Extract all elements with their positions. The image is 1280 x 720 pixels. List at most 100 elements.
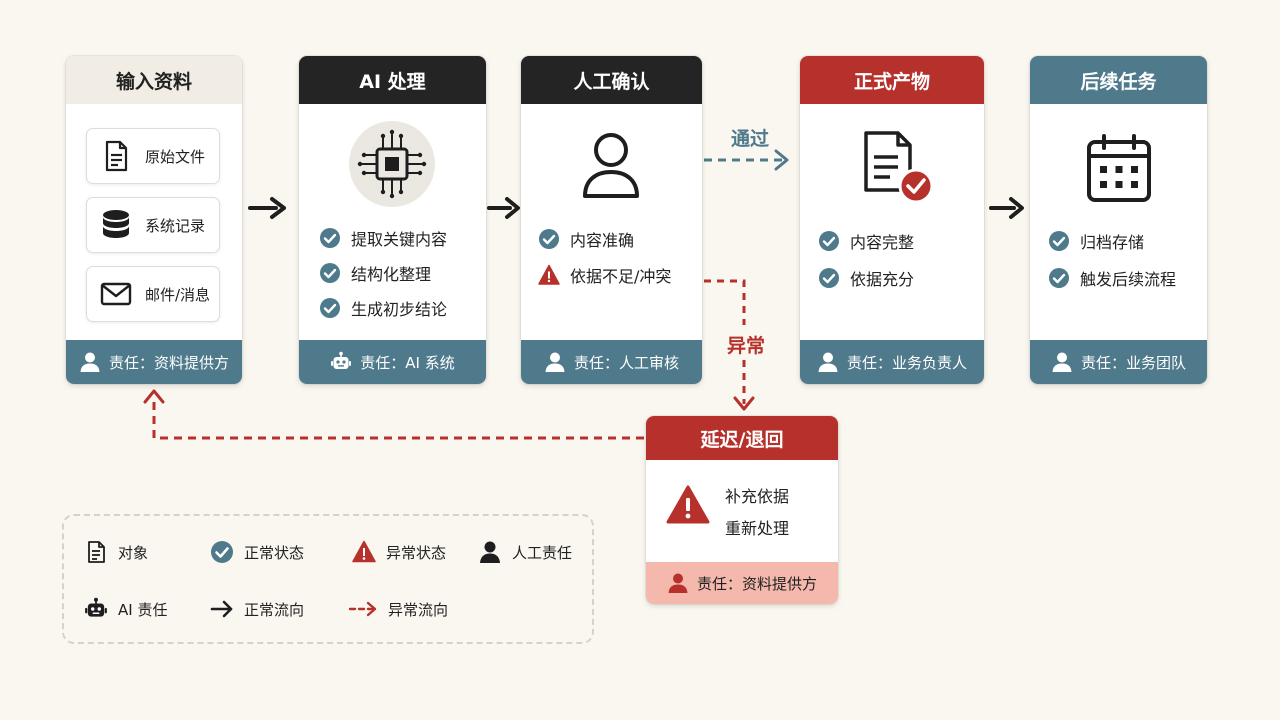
document-icon: [105, 140, 128, 172]
check-circle-icon: [320, 262, 340, 283]
person-icon: [668, 573, 688, 593]
legend-label: 对象: [118, 543, 149, 562]
arrow-right-icon: [210, 600, 233, 618]
ai-card-title: AI 处理: [299, 56, 486, 104]
check-circle-icon: [819, 230, 839, 251]
list-item: 生成初步结论: [319, 290, 486, 325]
source-label: 原始文件: [145, 147, 206, 166]
robot-icon: [331, 351, 352, 369]
person-icon: [818, 352, 838, 372]
legend-item-normal-state: 正常状态: [210, 540, 304, 564]
warning-icon: [666, 485, 710, 524]
exception-card-title: 延迟/退回: [646, 416, 838, 460]
legend-label: 异常状态: [386, 543, 447, 562]
legend-label: AI 责任: [118, 600, 168, 619]
exception-actions-list: 补充依据 重新处理: [725, 479, 838, 543]
legend-item-object: 对象: [84, 540, 148, 564]
owner-label: 责任：资料提供方: [108, 353, 229, 372]
return-flow-arrow: [143, 389, 644, 440]
warning-icon: [352, 540, 376, 563]
legend-item-abnormal-state: 异常状态: [352, 540, 446, 564]
output-card-title: 正式产物: [800, 56, 984, 104]
owner-label: 责任：人工审核: [573, 353, 679, 372]
ai-processing-card: AI 处理 提取关键内容 结构化整理 生成初步结论: [299, 56, 486, 384]
legend-label: 正常流向: [244, 600, 305, 619]
list-item: 内容准确: [538, 221, 702, 257]
input-card-title: 输入资料: [66, 56, 242, 104]
list-item: 补充依据: [725, 479, 838, 511]
pass-flow-arrow: [704, 149, 789, 171]
owner-label: 责任：业务团队: [1080, 353, 1186, 372]
exception-label: 异常: [727, 335, 766, 357]
official-output-card: 正式产物 内容完整 依据充分 责任：业务负责人: [800, 56, 984, 384]
item-label: 结构化整理: [351, 264, 432, 284]
list-item: 触发后续流程: [1048, 259, 1207, 296]
warning-icon: [538, 264, 560, 285]
item-label: 触发后续流程: [1080, 269, 1177, 289]
human-review-card: 人工确认 内容准确 依据不足/冲突 责任：人工审核: [521, 56, 702, 384]
input-card: 输入资料 原始文件 系统记录 邮件/消息 责任：资料提供方: [66, 56, 242, 384]
input-owner-footer: 责任：资料提供方: [66, 340, 242, 384]
exception-card: 延迟/退回 补充依据 重新处理 责任：资料提供方: [646, 416, 838, 604]
ai-owner-footer: 责任：AI 系统: [299, 340, 486, 384]
check-circle-icon: [1049, 230, 1069, 251]
person-icon: [480, 541, 500, 563]
exception-owner-footer: 责任：资料提供方: [646, 562, 838, 604]
list-item: 提取关键内容: [319, 220, 486, 255]
source-original-file: 原始文件: [86, 128, 220, 184]
normal-flow-arrow: [487, 197, 520, 219]
check-circle-icon: [211, 541, 233, 563]
document-icon: [88, 541, 105, 563]
item-label: 依据不足/冲突: [570, 267, 672, 286]
owner-label: 责任：业务负责人: [846, 353, 967, 372]
check-circle-icon: [819, 267, 839, 288]
output-owner-footer: 责任：业务负责人: [800, 340, 984, 384]
source-mail-message: 邮件/消息: [86, 266, 220, 322]
followup-tasks-card: 后续任务 归档存储 触发后续流程 责任：业务团队: [1030, 56, 1207, 384]
followup-results-list: 归档存储 触发后续流程: [1048, 222, 1207, 296]
dashed-arrow-icon: [348, 601, 377, 617]
person-icon: [583, 133, 639, 198]
database-icon: [103, 210, 129, 238]
item-label: 依据充分: [850, 269, 915, 289]
source-system-record: 系统记录: [86, 197, 220, 253]
legend-label: 正常状态: [244, 543, 305, 562]
source-label: 邮件/消息: [145, 285, 211, 304]
check-circle-icon: [1049, 267, 1069, 288]
legend: 对象 正常状态 异常状态 人工责任 AI 责任 正常流向 异常流向: [62, 514, 594, 644]
approved-document-icon: [864, 131, 934, 204]
ai-results-list: 提取关键内容 结构化整理 生成初步结论: [319, 220, 486, 325]
review-results-list: 内容准确 依据不足/冲突: [538, 221, 702, 293]
source-label: 系统记录: [145, 216, 206, 235]
check-circle-icon: [320, 297, 340, 318]
output-results-list: 内容完整 依据充分: [818, 222, 984, 296]
item-label: 补充依据: [725, 487, 790, 506]
person-icon: [545, 352, 565, 372]
list-item: 结构化整理: [319, 255, 486, 290]
person-icon: [1052, 352, 1072, 372]
legend-label: 异常流向: [388, 600, 449, 619]
item-label: 提取关键内容: [351, 229, 448, 249]
review-owner-footer: 责任：人工审核: [521, 340, 702, 384]
legend-item-abnormal-flow: 异常流向: [348, 597, 448, 621]
chip-icon: [349, 121, 435, 207]
mail-icon: [100, 282, 132, 306]
followup-owner-footer: 责任：业务团队: [1030, 340, 1207, 384]
list-item: 重新处理: [725, 511, 838, 543]
check-circle-icon: [539, 229, 559, 249]
person-icon: [80, 352, 100, 372]
list-item: 依据不足/冲突: [538, 257, 702, 293]
exception-flow-arrow: [704, 279, 755, 411]
normal-flow-arrow: [248, 197, 286, 219]
review-card-title: 人工确认: [521, 56, 702, 104]
robot-icon: [85, 597, 107, 617]
check-circle-icon: [320, 227, 340, 248]
list-item: 依据充分: [818, 259, 984, 296]
item-label: 内容准确: [570, 231, 635, 250]
owner-label: 责任：AI 系统: [360, 353, 455, 372]
item-label: 生成初步结论: [351, 299, 448, 319]
normal-flow-arrow: [989, 197, 1024, 219]
owner-label: 责任：资料提供方: [696, 574, 817, 593]
item-label: 内容完整: [850, 232, 915, 252]
